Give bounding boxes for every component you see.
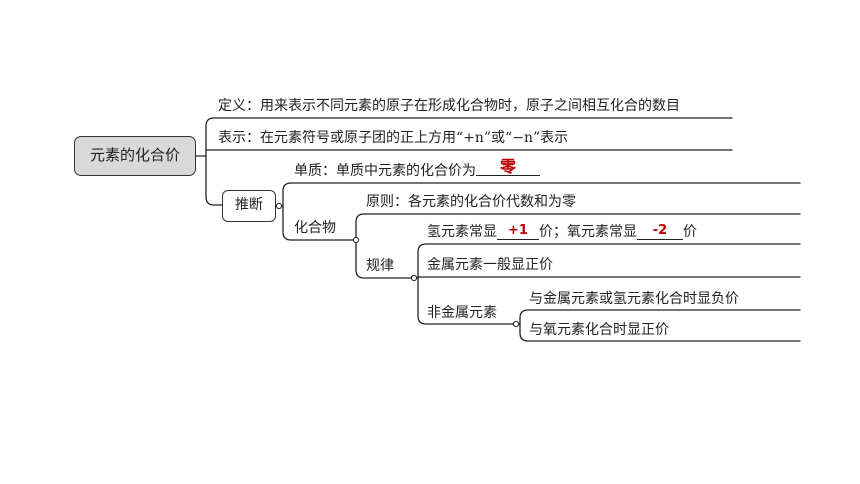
notation-text: 表示：在元素符号或原子团的正上方用“+n”或“−n”表示 (218, 130, 569, 146)
definition-text: 定义：用来表示不同元素的原子在形成化合物时，原子之间相互化合的数目 (218, 98, 680, 114)
compound-node: 化合物 (294, 218, 336, 238)
hydrogen-answer: +1 (497, 223, 539, 240)
root-node: 元素的化合价 (74, 136, 196, 176)
hydrogen-text: 氢元素常显 (427, 224, 497, 240)
elemental-text: 单质：单质中元素的化合价为 (294, 163, 476, 179)
principle-text: 原则：各元素的化合价代数和为零 (366, 194, 576, 210)
nonmetal-node: 非金属元素 (427, 303, 497, 323)
nonmetal-case-2-text: 与氧元素化合时显正价 (529, 322, 669, 338)
oxygen-text: 价；氧元素常显 (539, 224, 637, 240)
rules-node: 规律 (366, 256, 394, 276)
definition-node: 定义：用来表示不同元素的原子在形成化合物时，原子之间相互化合的数目 (218, 96, 680, 116)
nonmetal-case-1-text: 与金属元素或氢元素化合时显负价 (529, 291, 739, 307)
elemental-answer: 零 (476, 159, 540, 176)
root-label: 元素的化合价 (89, 146, 180, 164)
oxygen-answer: -2 (637, 223, 683, 240)
nonmetal-case-2-node: 与氧元素化合时显正价 (529, 320, 669, 340)
nonmetal-label: 非金属元素 (427, 305, 497, 321)
metal-node: 金属元素一般显正价 (427, 255, 553, 275)
compound-label: 化合物 (294, 220, 336, 236)
principle-node: 原则：各元素的化合价代数和为零 (366, 192, 576, 212)
inference-label: 推断 (235, 197, 263, 213)
inference-node: 推断 (222, 190, 276, 222)
notation-node: 表示：在元素符号或原子团的正上方用“+n”或“−n”表示 (218, 128, 568, 148)
valence-suffix: 价 (683, 224, 697, 240)
nonmetal-case-1-node: 与金属元素或氢元素化合时显负价 (529, 289, 739, 309)
elemental-node: 单质：单质中元素的化合价为零 (294, 159, 540, 181)
rules-label: 规律 (366, 258, 394, 274)
metal-text: 金属元素一般显正价 (427, 257, 553, 273)
